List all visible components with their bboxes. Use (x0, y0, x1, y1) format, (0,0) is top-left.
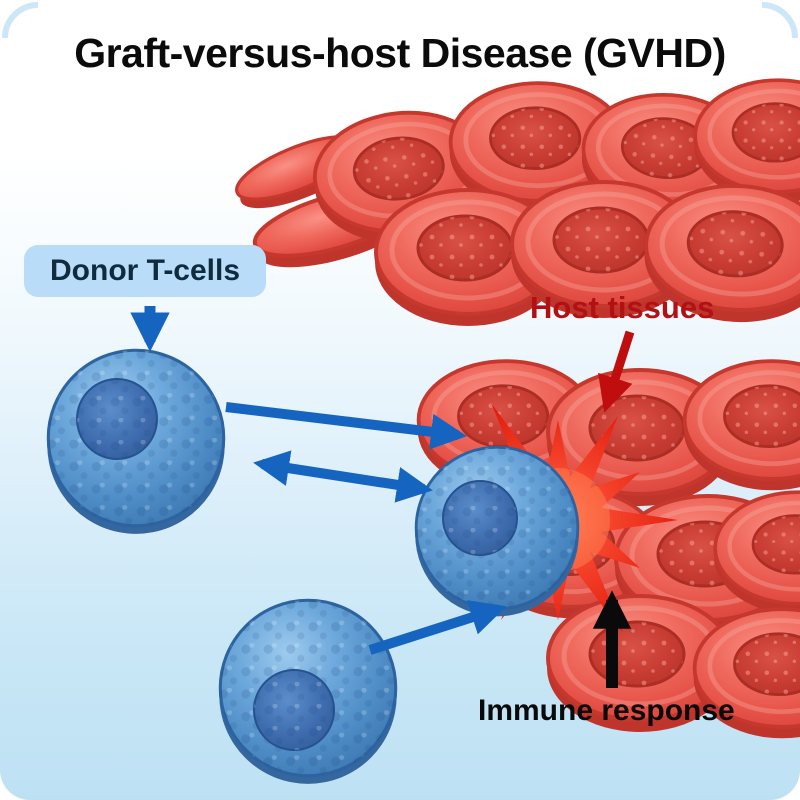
attack-arrow-bottom-icon (368, 600, 507, 655)
page-title: Graft-versus-host Disease (GVHD) (74, 30, 726, 76)
immune-response-label: Immune response (478, 694, 735, 727)
corner-mark-top-right (761, 2, 798, 39)
donor-t-cell-bottom (217, 598, 399, 786)
donor-t-cell-attacking (413, 445, 581, 618)
arrows (130, 306, 635, 688)
attack-arrow-icon (225, 402, 467, 450)
host-tissue-top-cluster (227, 80, 800, 327)
corner-marks (2, 2, 798, 39)
corner-mark-top-left (2, 2, 39, 39)
interaction-double-arrow-icon (253, 450, 433, 503)
donor-t-cells-label: Donor T-cells (24, 245, 267, 297)
host-tissues-label: Host tissues (530, 290, 715, 325)
host-tissues-down-arrow-icon (598, 330, 635, 413)
donor-t-cell-left (45, 348, 227, 536)
